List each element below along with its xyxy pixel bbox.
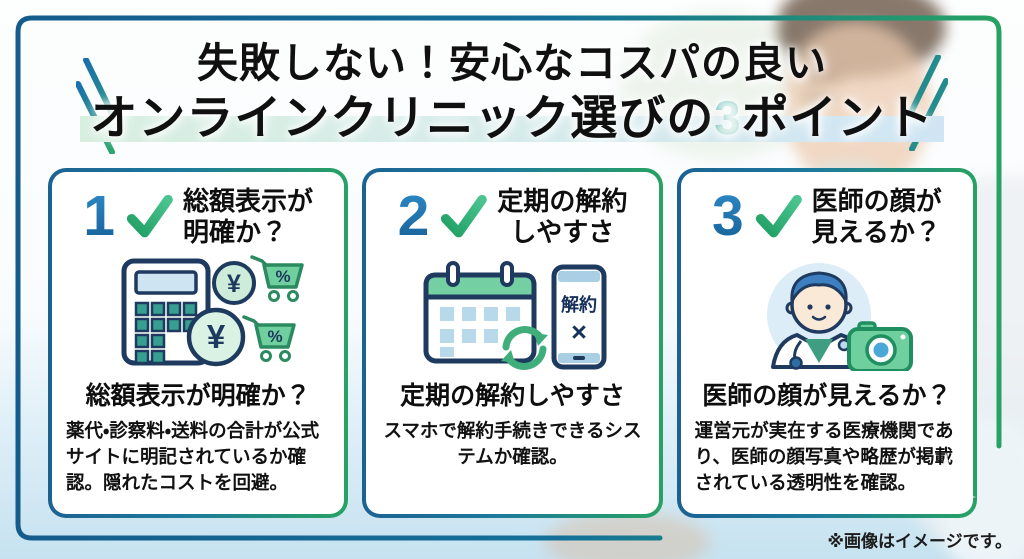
points-row: 1 総額表示が 明確か？	[48, 168, 977, 518]
doctor-camera-icon	[766, 263, 913, 372]
checkmark-icon	[126, 194, 173, 238]
card1-number: 1	[83, 184, 115, 249]
title-line1: 失敗しない！安心なコスパの良い	[197, 40, 827, 86]
title-point-count: 3	[714, 91, 742, 145]
card1-header: 1 総額表示が 明確か？	[83, 186, 313, 247]
calendar-icon	[423, 261, 537, 364]
title-block: 失敗しない！安心なコスパの良い オンラインクリニック選びの3ポイント	[0, 40, 1024, 145]
card3-header: 3 医師の顔が 見えるか？	[712, 186, 942, 247]
card1-heading: 総額表示が 明確か？	[183, 186, 314, 247]
card2-illustration: 解約 ×	[406, 253, 618, 371]
camera-icon	[846, 321, 913, 372]
card1-subheading: 総額表示が明確か？	[85, 382, 311, 411]
svg-text:¥: ¥	[207, 318, 226, 355]
point-card-2: 2 定期の解約 しやすさ	[362, 168, 663, 518]
checkmark-icon	[755, 194, 802, 238]
image-disclaimer: ※画像はイメージです。	[827, 532, 1013, 551]
card2-body: スマホで解約手続きできるシステムか確認。	[383, 420, 642, 468]
phone-screen-label: 解約	[561, 294, 597, 315]
phone-cancel-x: ×	[572, 317, 588, 347]
card2-number: 2	[397, 184, 430, 249]
card3-subheading: 医師の顔が見えるか？	[702, 382, 952, 411]
title-line2-after: ポイント	[741, 91, 934, 145]
smartphone-icon: 解約 ×	[551, 264, 607, 370]
card3-body: 運営元が実在する医療機関であり、医師の顔写真や略歴が掲載されている透明性を確認。	[694, 420, 954, 494]
title-line2-before: オンラインクリニック選びの	[90, 91, 715, 145]
svg-text:¥: ¥	[227, 270, 241, 298]
doctor-hand	[545, 512, 710, 559]
card1-body: 薬代・診察料・送料の合計が公式サイトに明記されているか確認。隠れたコストを回避。	[66, 420, 320, 494]
svg-text:%: %	[268, 327, 283, 346]
card2-header: 2 定期の解約 しやすさ	[398, 186, 628, 247]
svg-text:%: %	[276, 267, 291, 286]
title-line2: オンラインクリニック選びの3ポイント	[80, 91, 944, 145]
card3-heading: 医師の顔が 見えるか？	[811, 186, 942, 247]
checkmark-icon	[441, 194, 488, 238]
point-card-1: 1 総額表示が 明確か？	[48, 168, 349, 518]
calculator-cart-icon: ¥ ¥ %	[121, 255, 304, 367]
card3-number: 3	[711, 184, 744, 249]
card2-subheading: 定期の解約しやすさ	[400, 382, 625, 411]
card2-heading: 定期の解約 しやすさ	[497, 186, 628, 247]
calendar-phone-icon: 解約 ×	[423, 261, 607, 371]
card1-illustration: ¥ ¥ %	[92, 253, 304, 371]
card3-illustration	[721, 253, 933, 372]
point-card-3: 3 医師の顔が 見えるか？	[676, 168, 977, 518]
